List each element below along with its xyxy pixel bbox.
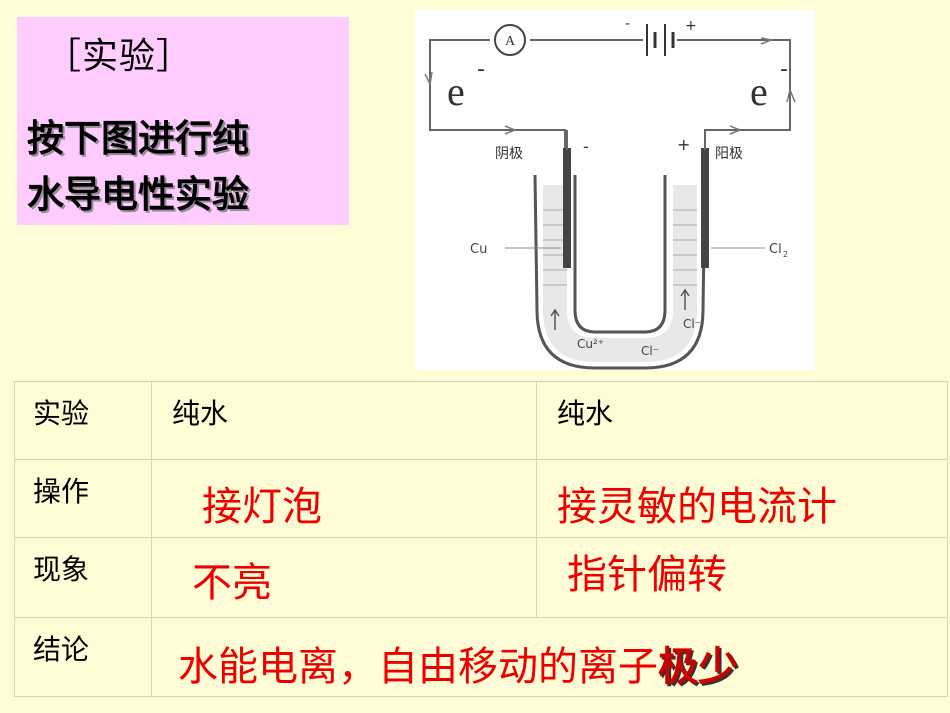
battery-plus: + — [685, 18, 697, 34]
row-label-phenomenon: 现象 — [33, 553, 90, 586]
arrow-bottom-right — [729, 125, 743, 135]
electron-right-sign: - — [780, 57, 788, 82]
cathode-sign: - — [583, 137, 589, 156]
cl-ion-arrow — [680, 288, 690, 310]
cl-ion-label-1: Cl⁻ — [683, 317, 701, 331]
operation-col1: 接灯泡 — [202, 484, 322, 530]
table-row-operation: 操作 接灯泡 接灵敏的电流计 — [14, 459, 948, 538]
description-line-1: 按下图进行纯 — [27, 117, 249, 160]
cl-ion-label-2: Cl⁻ — [641, 344, 659, 358]
operation-col2: 接灵敏的电流计 — [557, 484, 837, 530]
cu-ion-arrow — [550, 308, 560, 330]
cl2-label: Cl — [769, 242, 782, 257]
electron-left: e — [447, 69, 465, 114]
experiment-col2: 纯水 — [557, 397, 614, 430]
battery-minus: - — [625, 16, 630, 32]
phenomenon-col1: 不亮 — [192, 560, 272, 606]
anode-label: 阳极 — [715, 146, 743, 162]
anode-rod — [701, 148, 709, 268]
arrow-bottom-left — [504, 125, 518, 135]
anode-sign: + — [677, 135, 690, 154]
left-wire — [429, 39, 566, 150]
electron-right: e — [750, 69, 768, 114]
description-line-2: 水导电性实验 — [27, 173, 249, 216]
cu-label: Cu — [470, 242, 487, 257]
u-tube-outer — [533, 174, 707, 370]
title-box: ［实验］ 按下图进行纯 水导电性实验 — [17, 17, 349, 225]
table-row-experiment: 实验 纯水 纯水 — [14, 381, 948, 460]
electrolysis-diagram: A - + e - e - 阴极 - + 阳极 — [415, 10, 815, 370]
arrow-left-down — [424, 71, 433, 87]
table-row-phenomenon: 现象 不亮 指针偏转 — [14, 537, 948, 618]
arrow-right-up — [786, 87, 796, 103]
conclusion-text: 水能电离，自由移动的离子极少 — [178, 634, 738, 692]
u-tube-inner — [573, 175, 667, 334]
conclusion-main: 水能电离，自由移动的离子 — [178, 644, 658, 690]
experiment-col1: 纯水 — [172, 397, 229, 430]
experiment-table: 实验 纯水 纯水 操作 接灯泡 接灵敏的电流计 现象 不亮 指针偏转 结论 水能… — [14, 381, 948, 697]
arrow-top-right — [760, 37, 774, 45]
experiment-description: 按下图进行纯 水导电性实验 — [27, 111, 347, 223]
cu-ion-label: Cu²⁺ — [577, 337, 604, 351]
electron-left-sign: - — [477, 57, 485, 82]
conclusion-emphasis: 极少 — [658, 644, 738, 690]
cl2-subscript: 2 — [783, 250, 788, 259]
right-wire — [677, 39, 791, 150]
table-row-conclusion: 结论 水能电离，自由移动的离子极少 — [14, 617, 948, 697]
experiment-heading: ［实验］ — [45, 36, 194, 77]
electrolyte-liquid — [543, 185, 697, 362]
cathode-rod — [563, 148, 571, 268]
row-label-operation: 操作 — [33, 475, 90, 508]
row-label-experiment: 实验 — [33, 397, 90, 430]
row-label-conclusion: 结论 — [33, 633, 90, 666]
phenomenon-col2: 指针偏转 — [567, 552, 727, 598]
ammeter-icon — [494, 24, 526, 56]
ammeter-label: A — [505, 34, 516, 49]
cathode-label: 阴极 — [495, 146, 523, 162]
